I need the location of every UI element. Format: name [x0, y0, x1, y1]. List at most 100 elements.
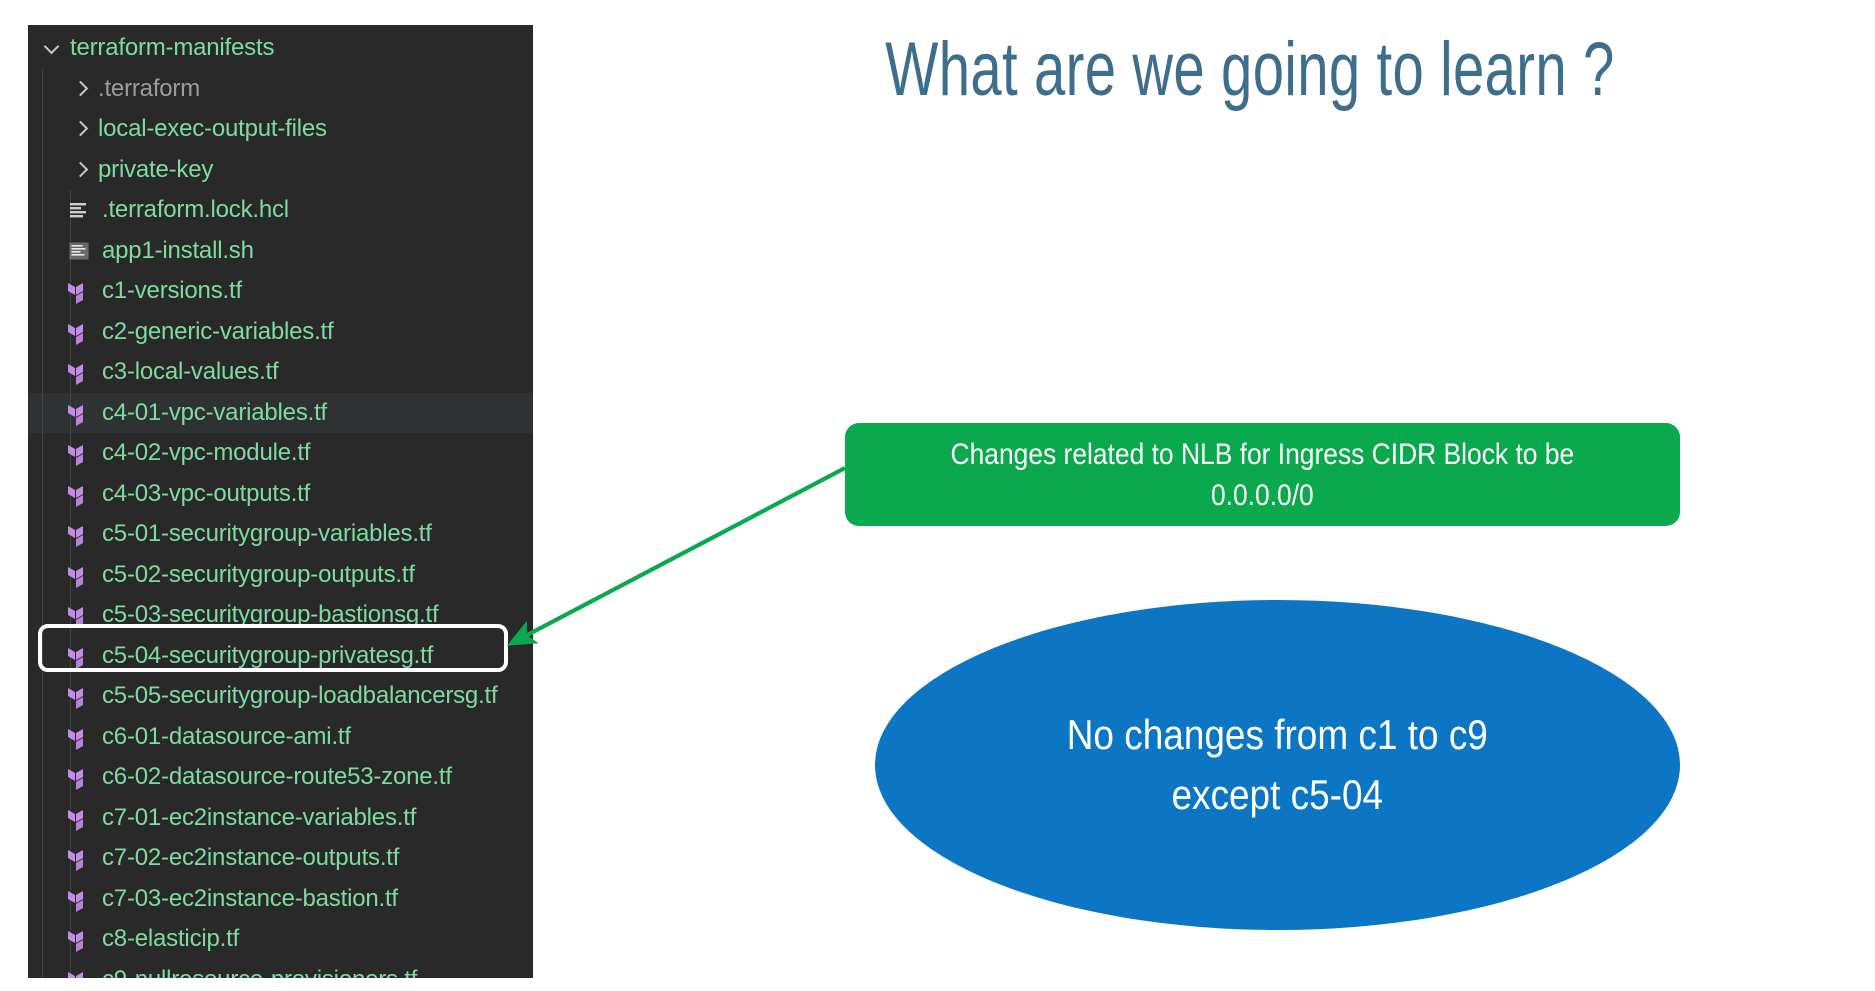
- tree-item-file[interactable]: c6-01-datasource-ami.tf: [28, 716, 533, 757]
- indent-guide: [42, 554, 43, 595]
- indent-guide: [42, 716, 43, 757]
- terraform-file-icon: [64, 560, 94, 590]
- green-callout-line1: Changes related to NLB for Ingress CIDR …: [950, 437, 1575, 471]
- tree-item-label: app1-install.sh: [102, 236, 254, 264]
- tree-item-file[interactable]: c2-generic-variables.tf: [28, 311, 533, 352]
- tree-item-file-c5-04-highlighted[interactable]: c5-04-securitygroup-privatesg.tf: [28, 635, 533, 676]
- tree-item-label: c6-02-datasource-route53-zone.tf: [102, 763, 452, 791]
- terraform-file-icon: [64, 924, 94, 954]
- tree-item-label: c4-02-vpc-module.tf: [102, 439, 311, 467]
- terraform-file-icon: [64, 438, 94, 468]
- indent-guide: [42, 878, 43, 919]
- indent-guide: [42, 959, 43, 978]
- green-callout-text: Changes related to NLB for Ingress CIDR …: [951, 434, 1575, 516]
- tree-item-file[interactable]: c1-versions.tf: [28, 271, 533, 312]
- tree-item-label: c6-01-datasource-ami.tf: [102, 722, 351, 750]
- blue-ellipse-text: No changes from c1 to c9 except c5-04: [1067, 705, 1488, 825]
- tree-item-label: terraform-manifests: [70, 34, 275, 62]
- tree-item-file[interactable]: c9-nullresource-provisioners.tf: [28, 959, 533, 978]
- tree-item-file[interactable]: c6-02-datasource-route53-zone.tf: [28, 757, 533, 798]
- indent-guide: [42, 919, 43, 960]
- green-callout-line2: 0.0.0.0/0: [1211, 478, 1314, 512]
- chevron-right-icon[interactable]: [68, 116, 94, 142]
- tree-item-folder-terraform[interactable]: .terraform: [28, 68, 533, 109]
- indent-guide: [42, 635, 43, 676]
- tree-item-file[interactable]: c5-02-securitygroup-outputs.tf: [28, 554, 533, 595]
- tree-item-label: c3-local-values.tf: [102, 358, 279, 386]
- tree-item-label: c2-generic-variables.tf: [102, 317, 334, 345]
- indent-guide: [70, 190, 71, 231]
- indent-guide: [42, 190, 43, 231]
- indent-guide: [42, 149, 43, 190]
- terraform-file-icon: [64, 884, 94, 914]
- indent-guide: [42, 797, 43, 838]
- tree-item-file[interactable]: c8-elasticip.tf: [28, 919, 533, 960]
- tree-item-file[interactable]: c4-02-vpc-module.tf: [28, 433, 533, 474]
- tree-item-label: c4-01-vpc-variables.tf: [102, 398, 328, 426]
- tree-item-file[interactable]: c7-02-ec2instance-outputs.tf: [28, 838, 533, 879]
- file-explorer-tree: terraform-manifests .terraform local-exe…: [28, 25, 533, 978]
- terraform-file-icon: [64, 843, 94, 873]
- indent-guide: [42, 392, 43, 433]
- page-title: What are we going to learn ?: [885, 27, 1615, 112]
- blue-ellipse-line2: except c5-04: [1171, 771, 1384, 818]
- indent-guide: [42, 433, 43, 474]
- terraform-file-icon: [64, 600, 94, 630]
- shell-script-file-icon: [64, 236, 94, 266]
- tree-item-folder-local-exec-output-files[interactable]: local-exec-output-files: [28, 109, 533, 150]
- tree-item-file[interactable]: c4-03-vpc-outputs.tf: [28, 473, 533, 514]
- tree-item-label: c9-nullresource-provisioners.tf: [102, 966, 417, 978]
- chevron-down-icon[interactable]: [40, 35, 66, 61]
- terraform-file-icon: [64, 965, 94, 978]
- indent-guide: [42, 352, 43, 393]
- tree-item-label: local-exec-output-files: [98, 115, 327, 143]
- tree-item-file[interactable]: app1-install.sh: [28, 230, 533, 271]
- terraform-file-icon: [64, 276, 94, 306]
- indent-guide: [42, 838, 43, 879]
- tree-item-file[interactable]: c5-05-securitygroup-loadbalancersg.tf: [28, 676, 533, 717]
- tree-item-file[interactable]: c5-01-securitygroup-variables.tf: [28, 514, 533, 555]
- tree-item-file-hovered[interactable]: c4-01-vpc-variables.tf: [28, 392, 533, 433]
- tree-item-file[interactable]: c5-03-securitygroup-bastionsg.tf: [28, 595, 533, 636]
- tree-item-root-folder[interactable]: terraform-manifests: [28, 28, 533, 69]
- blue-ellipse-line1: No changes from c1 to c9: [1066, 711, 1489, 758]
- tree-item-label: c4-03-vpc-outputs.tf: [102, 479, 311, 507]
- tree-item-label: c5-05-securitygroup-loadbalancersg.tf: [102, 682, 498, 710]
- terraform-file-icon: [64, 722, 94, 752]
- indent-guide: [42, 757, 43, 798]
- terraform-file-icon: [64, 681, 94, 711]
- chevron-right-icon[interactable]: [68, 157, 94, 183]
- file-explorer-panel: terraform-manifests .terraform local-exe…: [28, 25, 533, 978]
- tree-item-label: c7-03-ec2instance-bastion.tf: [102, 884, 398, 912]
- tree-item-file[interactable]: c3-local-values.tf: [28, 352, 533, 393]
- tree-item-file[interactable]: c7-01-ec2instance-variables.tf: [28, 797, 533, 838]
- tree-item-folder-private-key[interactable]: private-key: [28, 149, 533, 190]
- tree-item-label: c8-elasticip.tf: [102, 925, 240, 953]
- terraform-file-icon: [64, 519, 94, 549]
- indent-guide: [42, 271, 43, 312]
- tree-item-file[interactable]: c7-03-ec2instance-bastion.tf: [28, 878, 533, 919]
- green-callout-box: Changes related to NLB for Ingress CIDR …: [845, 423, 1680, 526]
- tree-item-label: c5-02-securitygroup-outputs.tf: [102, 560, 415, 588]
- terraform-file-icon: [64, 479, 94, 509]
- arrow-line: [506, 466, 846, 646]
- indent-guide: [42, 514, 43, 555]
- indent-guide: [42, 109, 43, 150]
- indent-guide: [42, 595, 43, 636]
- terraform-file-icon: [64, 398, 94, 428]
- terraform-file-icon: [64, 641, 94, 671]
- blue-ellipse-callout: No changes from c1 to c9 except c5-04: [875, 600, 1680, 930]
- tree-item-file[interactable]: .terraform.lock.hcl: [28, 190, 533, 231]
- terraform-file-icon: [64, 762, 94, 792]
- indent-guide: [42, 676, 43, 717]
- chevron-right-icon[interactable]: [68, 76, 94, 102]
- tree-item-label: c5-04-securitygroup-privatesg.tf: [102, 641, 434, 669]
- tree-item-label: .terraform.lock.hcl: [102, 196, 289, 224]
- tree-item-label: c7-02-ec2instance-outputs.tf: [102, 844, 400, 872]
- tree-item-label: private-key: [98, 155, 214, 183]
- indent-guide: [42, 68, 43, 109]
- indent-guide: [70, 959, 71, 978]
- tree-item-label: c1-versions.tf: [102, 277, 242, 305]
- terraform-file-icon: [64, 357, 94, 387]
- tree-item-label: c5-03-securitygroup-bastionsg.tf: [102, 601, 439, 629]
